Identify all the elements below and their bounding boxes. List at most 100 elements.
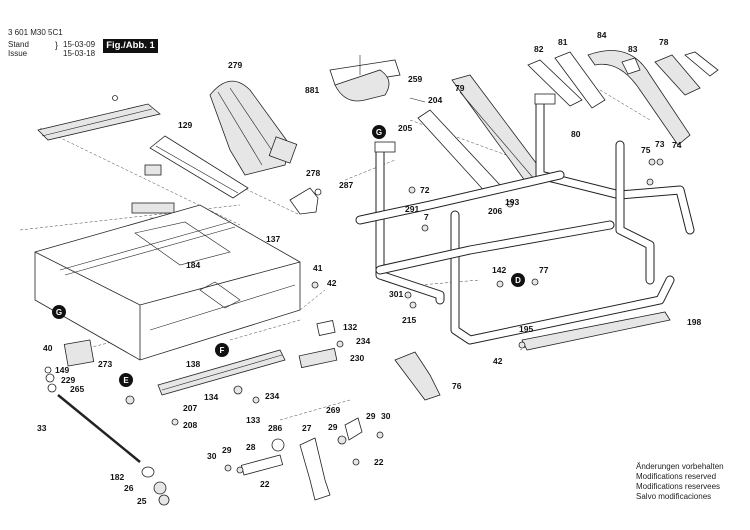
part-label: 278 [306, 168, 320, 178]
part-label: 230 [350, 353, 364, 363]
part-label: 84 [597, 30, 607, 40]
svg-text:D: D [515, 276, 521, 285]
fasteners [125, 158, 664, 474]
svg-text:F: F [220, 346, 225, 355]
group-mark-f: F [215, 343, 229, 357]
issue-date: 15-03-18 [63, 49, 96, 58]
group-mark-g-top: G [372, 125, 386, 139]
part-label: 149 [55, 365, 69, 375]
stand-date: 15-03-09 [63, 40, 96, 49]
clip-278 [289, 187, 322, 215]
part-label: 22 [374, 457, 384, 467]
part-label: 29 [366, 411, 376, 421]
part-label: 215 [402, 315, 416, 325]
part-label: 195 [519, 324, 533, 334]
part-label: 132 [343, 322, 357, 332]
group-mark-e: E [119, 373, 133, 387]
part-label: 207 [183, 403, 197, 413]
part-label: 279 [228, 60, 242, 70]
bracket-132 [316, 319, 336, 337]
part-label: 26 [124, 483, 134, 493]
part-label: 29 [328, 422, 338, 432]
part-label: 265 [70, 384, 84, 394]
plate-230 [298, 347, 338, 369]
stand-label: Stand [8, 40, 29, 49]
rail-138 [157, 349, 286, 396]
part-label: 41 [313, 263, 323, 273]
part-label: 287 [339, 180, 353, 190]
part-label: 137 [266, 234, 280, 244]
issue-label: Issue [8, 49, 28, 58]
doc-number: 3 601 M30 5C1 [8, 28, 63, 37]
note-line: Änderungen vorbehalten [636, 462, 724, 471]
rod-33 [44, 366, 170, 506]
part-label: 286 [268, 423, 282, 433]
part-label: 204 [428, 95, 442, 105]
part-label: 205 [398, 123, 412, 133]
part-label: 182 [110, 472, 124, 482]
part-label: 76 [452, 381, 462, 391]
fence-79 [409, 74, 546, 196]
svg-text:G: G [376, 128, 382, 137]
part-label: 27 [302, 423, 312, 433]
handle-set [527, 50, 719, 146]
part-label: 29 [222, 445, 232, 455]
part-label: 206 [488, 206, 502, 216]
part-label: 81 [558, 37, 568, 47]
group-mark-g-left: G [52, 305, 66, 319]
part-label: 881 [305, 85, 319, 95]
part-label: 82 [534, 44, 544, 54]
figure-label: Fig./Abb. 1 [103, 39, 158, 53]
stand-frame [355, 93, 695, 345]
part-label: 259 [408, 74, 422, 84]
part-label: 73 [655, 139, 665, 149]
part-label: 80 [571, 129, 581, 139]
blade-guard-279 [209, 80, 298, 176]
bumper-76 [394, 351, 441, 401]
part-labels: 279 129 278 137 184 41 42 132 234 230 40… [37, 30, 701, 506]
spacer-part [131, 202, 175, 214]
part-label: 301 [389, 289, 403, 299]
revision-notes: Änderungen vorbehalten Modifications res… [636, 462, 724, 502]
lever-assembly [224, 417, 363, 501]
part-label: 72 [420, 185, 430, 195]
part-label: 22 [260, 479, 270, 489]
part-label: 30 [381, 411, 391, 421]
part-label: 7 [424, 212, 429, 222]
svg-text:G: G [56, 308, 62, 317]
part-label: 142 [492, 265, 506, 275]
clip-part [144, 164, 162, 176]
note-line: Modifications reservees [636, 482, 721, 491]
table-top-137 [34, 204, 301, 361]
foot-bar-198 [521, 311, 671, 351]
part-label: 273 [98, 359, 112, 369]
part-label: 30 [207, 451, 217, 461]
part-label: 42 [327, 278, 337, 288]
part-label: 184 [186, 260, 200, 270]
plate-129 [149, 135, 249, 199]
part-label: 75 [641, 145, 651, 155]
note-line: Modifications reserved [636, 472, 717, 481]
part-label: 193 [505, 197, 519, 207]
part-label: 234 [356, 336, 370, 346]
part-label: 134 [204, 392, 218, 402]
group-mark-d: D [511, 273, 525, 287]
part-label: 291 [405, 204, 419, 214]
part-label: 33 [37, 423, 47, 433]
note-line: Salvo modificaciones [636, 492, 712, 501]
part-label: 78 [659, 37, 669, 47]
part-label: 42 [493, 356, 503, 366]
part-label: 83 [628, 44, 638, 54]
part-label: 74 [672, 140, 682, 150]
date-brace: } [55, 40, 59, 50]
part-label: 138 [186, 359, 200, 369]
part-label: 208 [183, 420, 197, 430]
part-label: 234 [265, 391, 279, 401]
svg-text:E: E [123, 376, 129, 385]
rail-top-left [37, 95, 161, 141]
label-40 [63, 339, 95, 367]
part-label: 229 [61, 375, 75, 385]
part-label: 133 [246, 415, 260, 425]
